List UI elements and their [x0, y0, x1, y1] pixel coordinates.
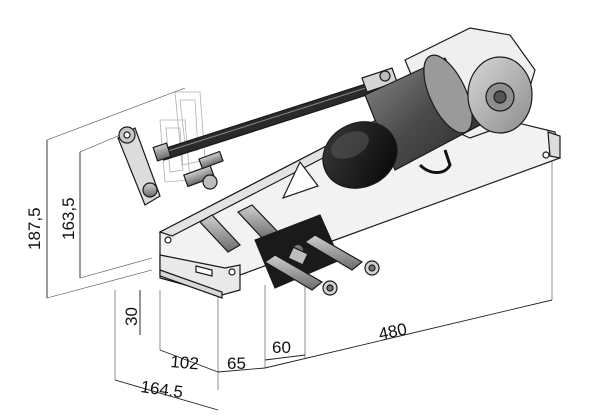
dim-label-65: 65: [227, 354, 246, 373]
threaded-studs: [199, 204, 380, 296]
dim-label-30: 30: [122, 307, 141, 326]
dim-label-163-5: 163,5: [59, 197, 78, 240]
dim-label-102: 102: [170, 352, 200, 373]
dim-label-480: 480: [377, 319, 409, 343]
electric-motor: [322, 27, 536, 189]
crank-lever: [117, 126, 224, 206]
push-rod: [152, 67, 398, 162]
dimension-lines: [46, 140, 553, 411]
ghost-linkage-outline: [159, 91, 206, 183]
dim-label-187-5: 187,5: [25, 207, 44, 250]
dim-label-164-5: 164.5: [139, 377, 184, 402]
dim-label-60: 60: [272, 338, 291, 357]
